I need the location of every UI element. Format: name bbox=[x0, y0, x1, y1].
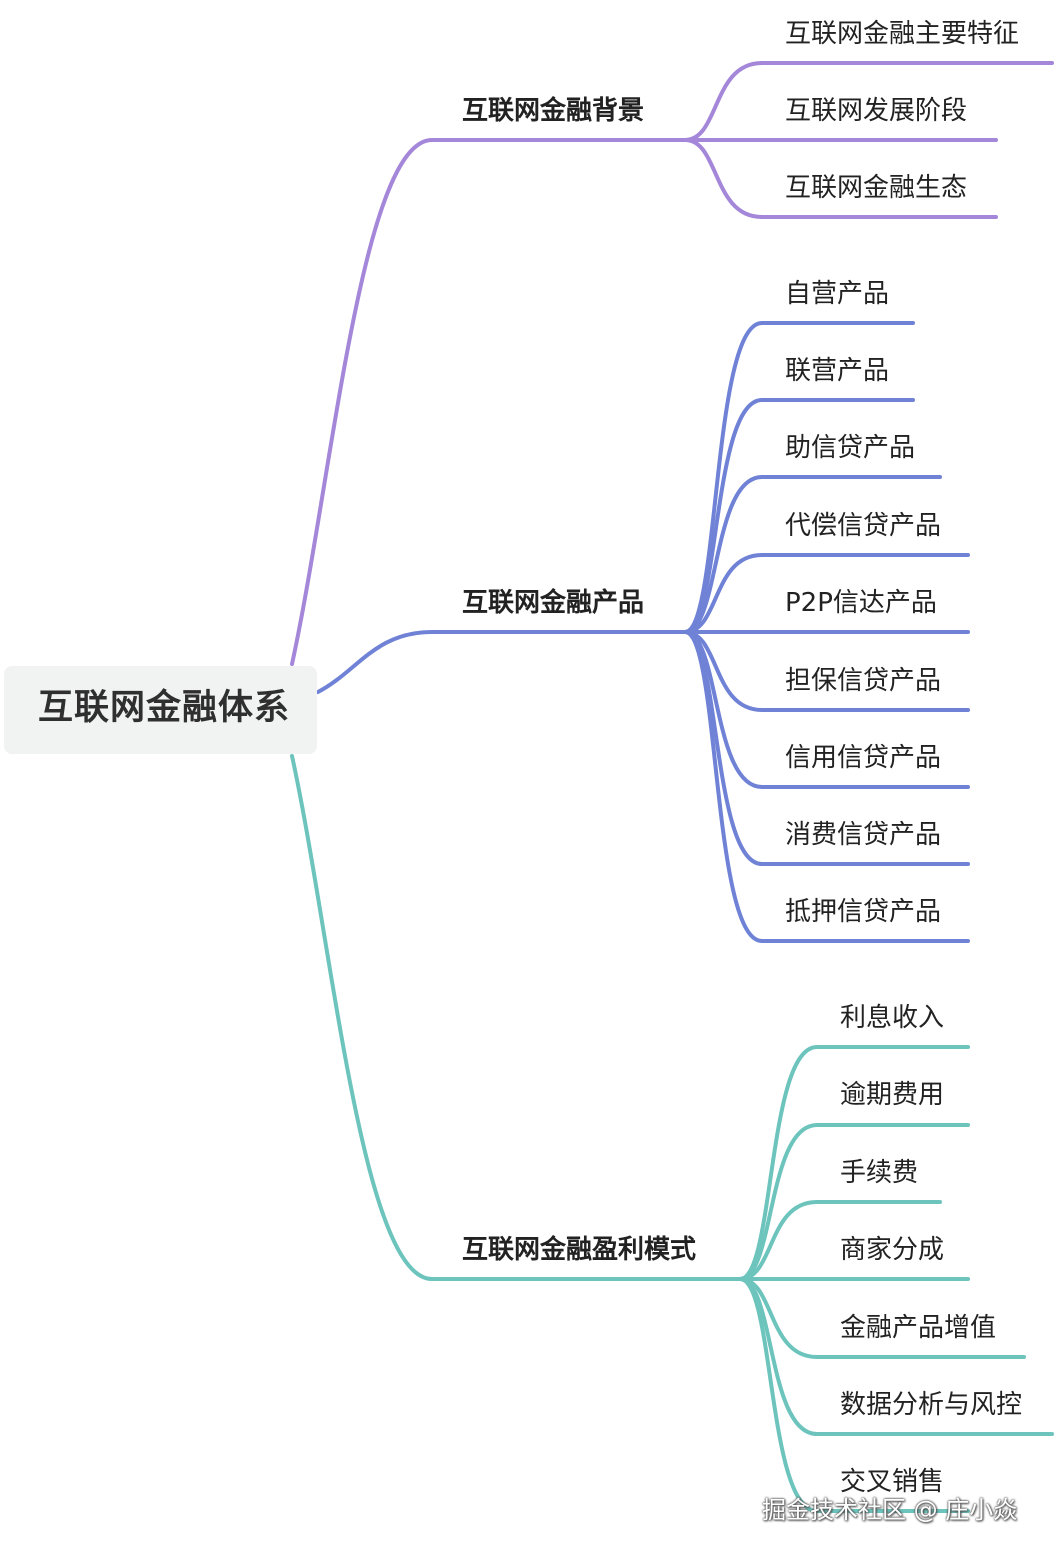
branch-connector bbox=[316, 630, 434, 694]
leaf-connector bbox=[683, 398, 764, 634]
leaf-connector bbox=[683, 553, 764, 634]
leaf-connector bbox=[738, 1045, 819, 1281]
leaf-connector bbox=[683, 475, 764, 634]
root-node-label: 互联网金融体系 bbox=[38, 688, 291, 728]
branch-node-background[interactable]: 互联网金融背景 bbox=[462, 96, 645, 126]
leaf-node[interactable]: 担保信贷产品 bbox=[785, 666, 942, 696]
leaf-node[interactable]: 互联网金融生态 bbox=[785, 173, 968, 203]
leaf-node[interactable]: 代偿信贷产品 bbox=[785, 511, 942, 541]
leaf-node[interactable]: 消费信贷产品 bbox=[785, 820, 942, 850]
leaf-node[interactable]: P2P信达产品 bbox=[785, 588, 937, 618]
leaf-node[interactable]: 交叉销售 bbox=[840, 1467, 945, 1497]
leaf-node[interactable]: 抵押信贷产品 bbox=[785, 897, 942, 927]
leaf-node[interactable]: 手续费 bbox=[840, 1158, 919, 1188]
branch-node-profit-models[interactable]: 互联网金融盈利模式 bbox=[462, 1235, 697, 1265]
branch-connector bbox=[290, 138, 434, 666]
leaf-node[interactable]: 金融产品增值 bbox=[840, 1313, 997, 1343]
leaf-node[interactable]: 自营产品 bbox=[785, 279, 890, 309]
branch-connector bbox=[290, 754, 434, 1281]
leaf-node[interactable]: 互联网金融主要特征 bbox=[785, 19, 1020, 49]
leaf-connector bbox=[683, 61, 764, 142]
leaf-connector bbox=[683, 138, 764, 219]
watermark: 掘金技术社区 @ 庄小焱 bbox=[762, 1496, 1018, 1524]
leaf-node[interactable]: 联营产品 bbox=[785, 356, 890, 386]
leaf-node[interactable]: 利息收入 bbox=[840, 1003, 945, 1033]
leaf-node[interactable]: 数据分析与风控 bbox=[840, 1390, 1023, 1420]
leaf-node[interactable]: 逾期费用 bbox=[840, 1080, 945, 1110]
leaf-connector bbox=[738, 1200, 819, 1281]
root-node[interactable] bbox=[4, 666, 317, 754]
leaf-connector bbox=[738, 1277, 819, 1513]
leaf-node[interactable]: 商家分成 bbox=[840, 1235, 945, 1265]
leaf-node[interactable]: 助信贷产品 bbox=[785, 433, 916, 463]
leaf-node[interactable]: 互联网发展阶段 bbox=[785, 96, 968, 126]
branch-node-products[interactable]: 互联网金融产品 bbox=[462, 588, 645, 618]
leaf-connector bbox=[683, 630, 764, 943]
leaf-connector bbox=[738, 1123, 819, 1281]
leaf-node[interactable]: 信用信贷产品 bbox=[785, 743, 942, 773]
